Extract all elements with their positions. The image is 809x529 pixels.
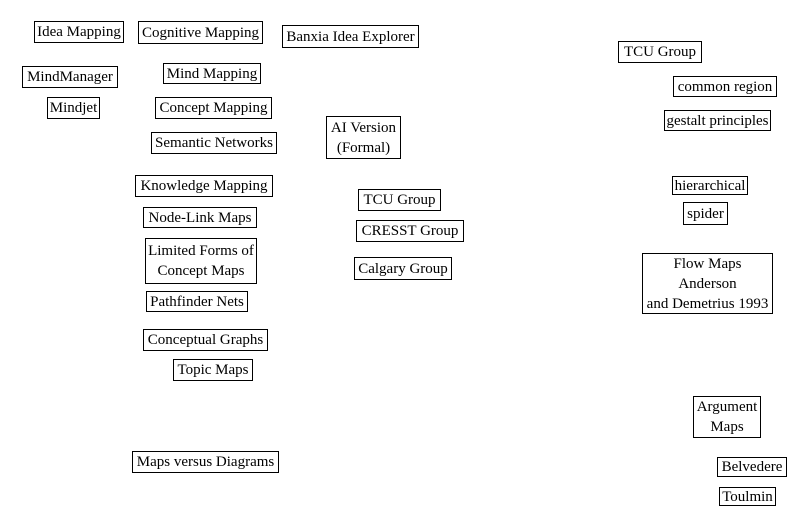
node-flow-maps: Flow Maps Anderson and Demetrius 1993 bbox=[642, 253, 773, 314]
node-mindjet: Mindjet bbox=[47, 97, 100, 119]
node-knowledge-mapping: Knowledge Mapping bbox=[135, 175, 273, 197]
node-gestalt-principles: gestalt principles bbox=[664, 110, 771, 131]
node-belvedere: Belvedere bbox=[717, 457, 787, 477]
node-cresst-group: CRESST Group bbox=[356, 220, 464, 242]
node-pathfinder-nets: Pathfinder Nets bbox=[146, 291, 248, 312]
node-maps-versus-diagrams: Maps versus Diagrams bbox=[132, 451, 279, 473]
node-hierarchical: hierarchical bbox=[672, 176, 748, 195]
node-concept-mapping: Concept Mapping bbox=[155, 97, 272, 119]
node-conceptual-graphs: Conceptual Graphs bbox=[143, 329, 268, 351]
node-idea-mapping: Idea Mapping bbox=[34, 21, 124, 43]
node-mindmanager: MindManager bbox=[22, 66, 118, 88]
node-tcu-group-right: TCU Group bbox=[618, 41, 702, 63]
node-common-region: common region bbox=[673, 76, 777, 97]
node-toulmin: Toulmin bbox=[719, 487, 776, 506]
node-topic-maps: Topic Maps bbox=[173, 359, 253, 381]
node-ai-version-formal: AI Version (Formal) bbox=[326, 116, 401, 159]
node-limited-forms: Limited Forms of Concept Maps bbox=[145, 238, 257, 284]
node-calgary-group: Calgary Group bbox=[354, 257, 452, 280]
node-spider: spider bbox=[683, 202, 728, 225]
node-mind-mapping: Mind Mapping bbox=[163, 63, 261, 84]
node-tcu-group-middle: TCU Group bbox=[358, 189, 441, 211]
node-argument-maps: Argument Maps bbox=[693, 396, 761, 438]
node-cognitive-mapping: Cognitive Mapping bbox=[138, 21, 263, 44]
node-banxia-idea-explorer: Banxia Idea Explorer bbox=[282, 25, 419, 48]
node-semantic-networks: Semantic Networks bbox=[151, 132, 277, 154]
node-node-link-maps: Node-Link Maps bbox=[143, 207, 257, 228]
